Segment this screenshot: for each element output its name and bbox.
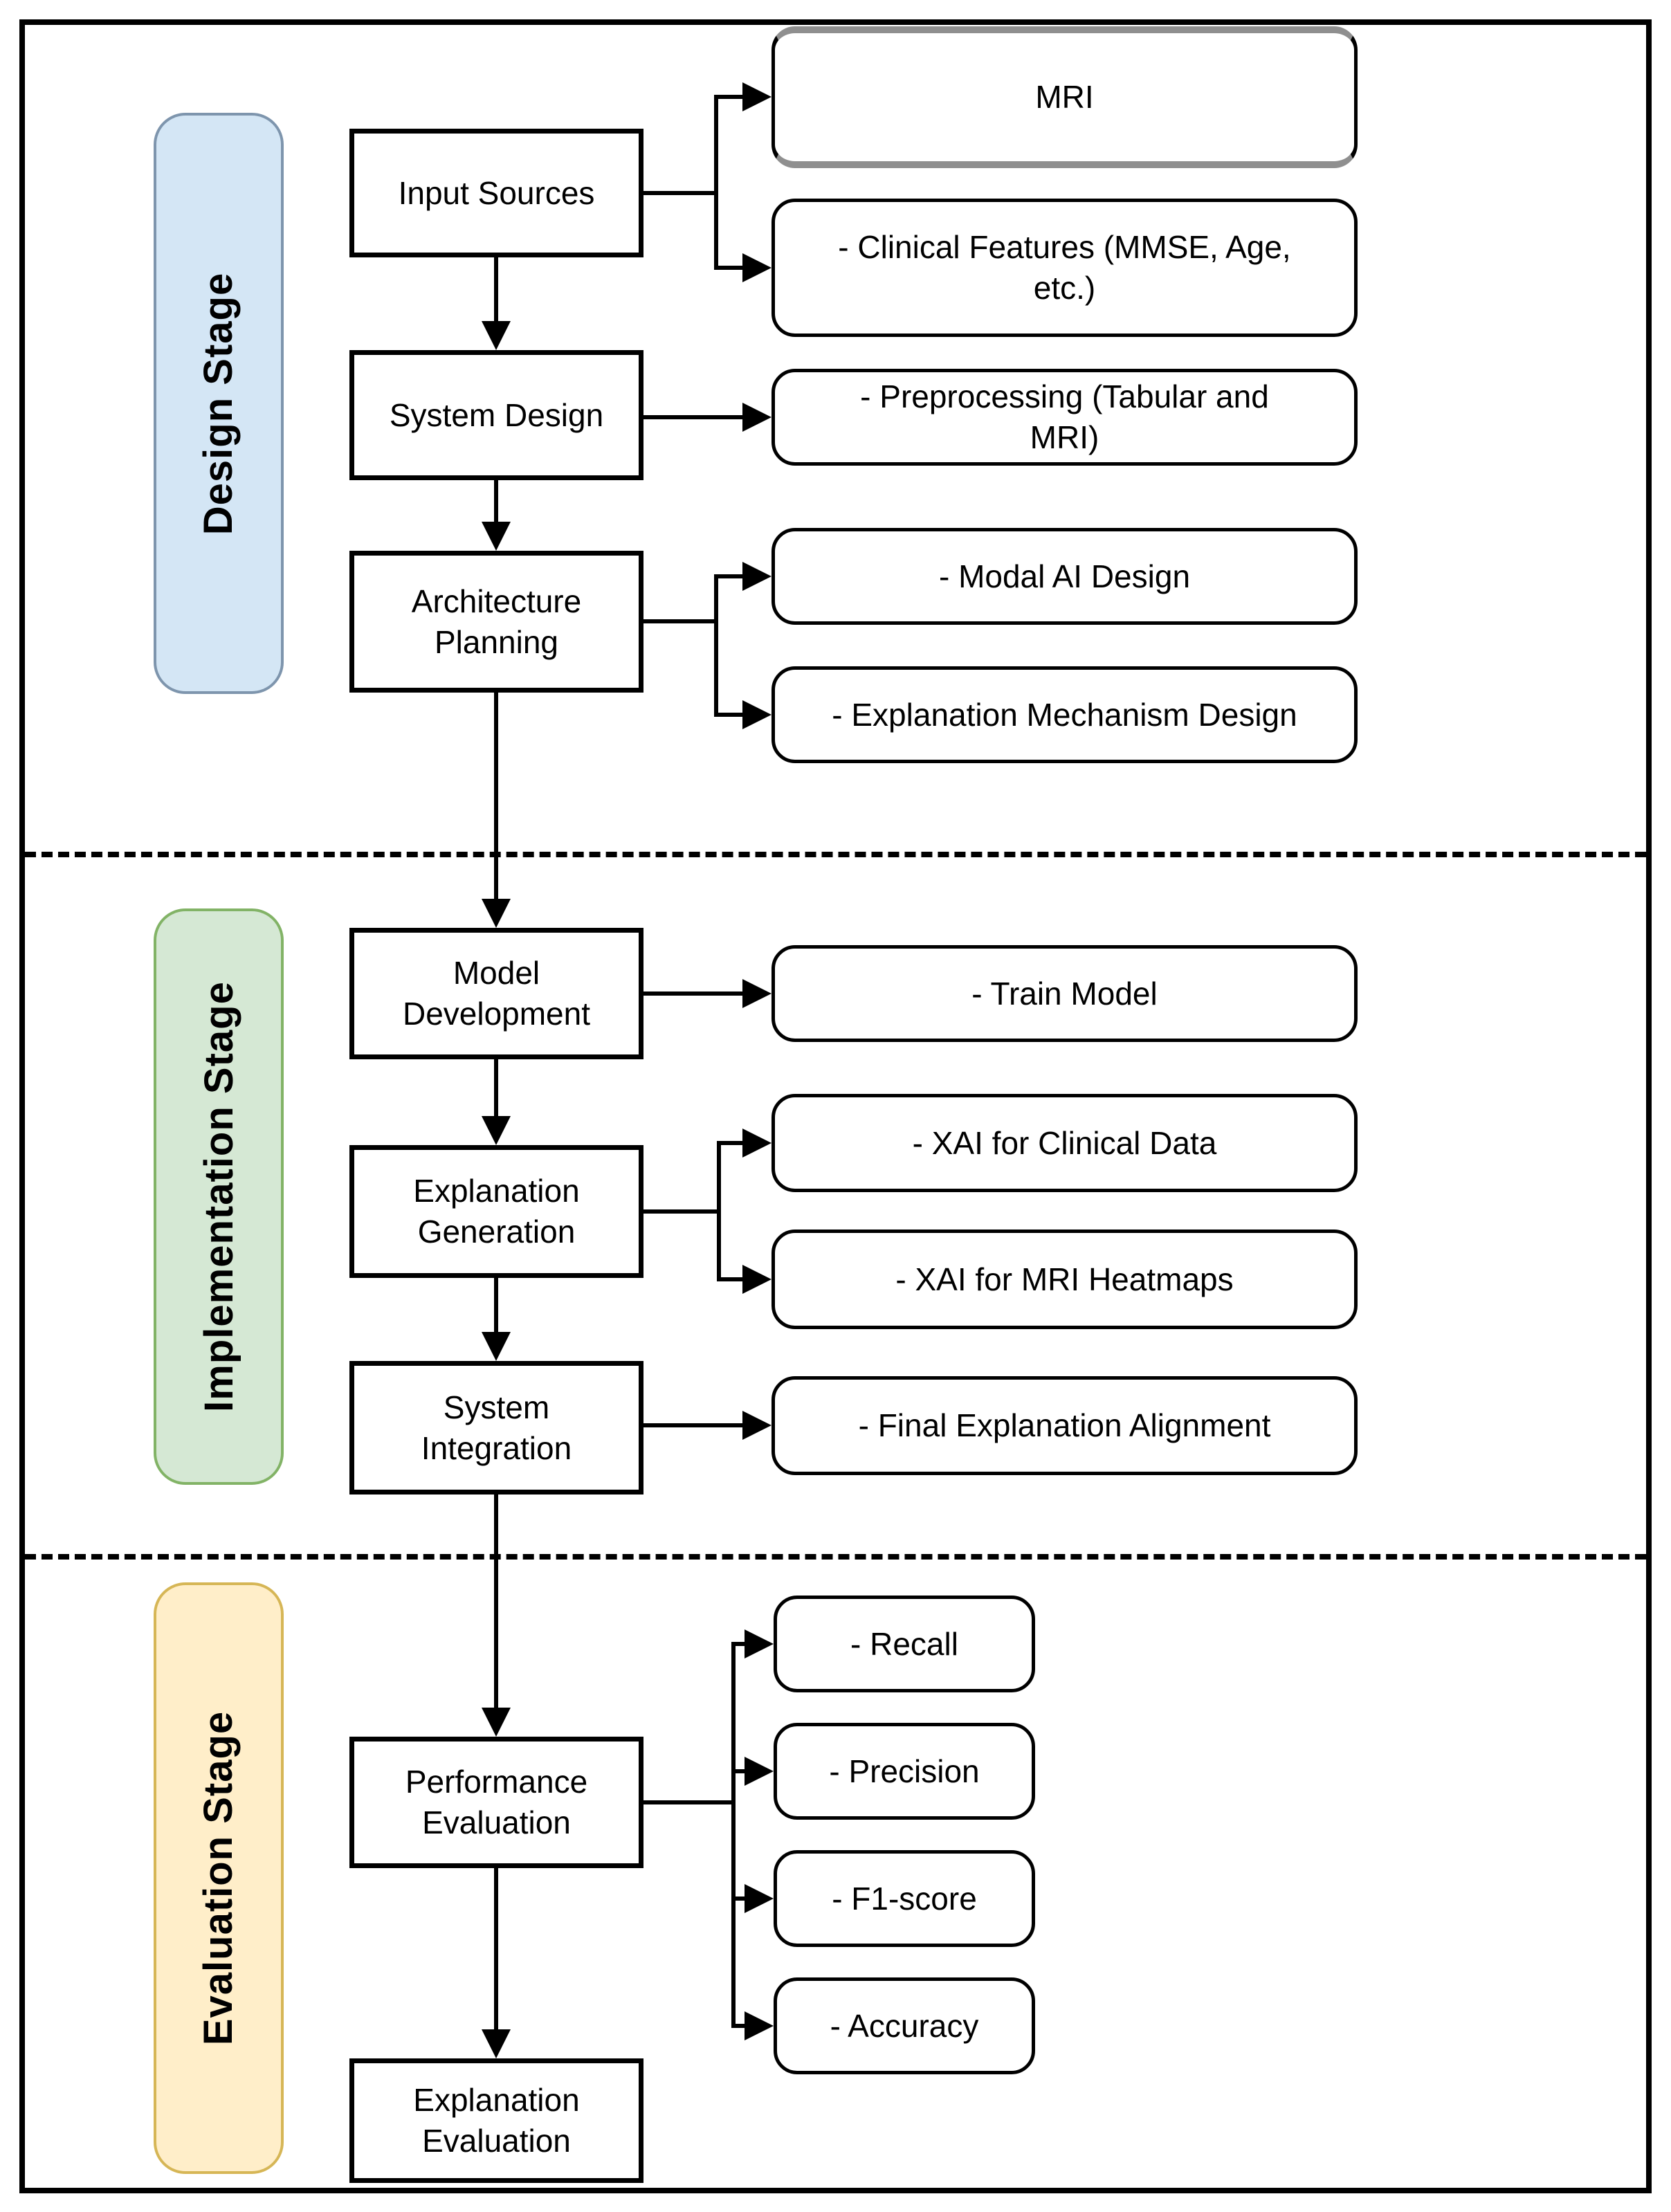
connector-input-to-systemdesign [494,257,498,321]
arrowhead-down-icon [482,321,511,350]
connector-sysint-to-perfeval [494,1495,498,1708]
branch-architecture-vertical [714,574,718,717]
connector-sysint-to-finalalignment [643,1423,745,1427]
stage-pill-implementation-label: Implementation Stage [196,981,241,1412]
detail-box-final-explanation-alignment-label: - Final Explanation Alignment [858,1407,1271,1444]
arrowhead-right-icon [745,1629,774,1658]
detail-box-f1-score-label: - F1-score [832,1880,977,1917]
arrowhead-down-icon [482,899,511,928]
branch-perfeval-stub [643,1800,736,1804]
connector-systemdesign-to-architecture [494,480,498,522]
detail-box-recall: - Recall [774,1596,1035,1692]
step-box-architecture-planning-label: Architecture Planning [411,583,582,660]
connector-modeldev-to-explgen [494,1059,498,1116]
arrowhead-right-icon [742,562,771,591]
step-box-explanation-generation-label: Explanation Generation [413,1173,580,1250]
connector-architecture-to-modeldev [494,693,498,899]
detail-box-clinical-features: - Clinical Features (MMSE, Age, etc.) [771,199,1358,337]
step-box-system-integration-label: System Integration [421,1389,572,1466]
detail-box-train-model-label: - Train Model [971,975,1158,1012]
arrowhead-right-icon [742,1265,771,1294]
detail-box-f1-score: - F1-score [774,1850,1035,1947]
step-box-explanation-evaluation-label: Explanation Evaluation [413,2082,580,2159]
arrowhead-down-icon [482,522,511,551]
arrowhead-right-icon [745,1757,774,1786]
step-box-performance-evaluation-label: Performance Evaluation [405,1764,588,1840]
step-box-system-design-label: System Design [389,396,604,433]
branch-to-mri-line [714,95,745,99]
detail-box-clinical-features-label: - Clinical Features (MMSE, Age, etc.) [838,229,1291,306]
connector-modeldev-to-trainmodel [643,991,745,996]
step-box-performance-evaluation: Performance Evaluation [349,1737,643,1868]
detail-box-final-explanation-alignment: - Final Explanation Alignment [771,1376,1358,1475]
step-box-system-integration: System Integration [349,1361,643,1495]
detail-box-explanation-mechanism-design: - Explanation Mechanism Design [771,666,1358,763]
detail-box-preprocessing-label: - Preprocessing (Tabular and MRI) [860,378,1269,455]
detail-box-xai-clinical-data-label: - XAI for Clinical Data [912,1124,1217,1161]
detail-box-precision: - Precision [774,1723,1035,1820]
detail-box-xai-mri-heatmaps-label: - XAI for MRI Heatmaps [895,1261,1234,1297]
arrowhead-right-icon [742,1411,771,1440]
branch-input-sources-stub [643,191,718,195]
detail-box-xai-mri-heatmaps: - XAI for MRI Heatmaps [771,1230,1358,1329]
detail-box-explanation-mechanism-design-label: - Explanation Mechanism Design [832,696,1297,733]
branch-to-xai-clinical-line [717,1141,745,1145]
arrowhead-right-icon [745,1884,774,1913]
branch-to-recall-line [731,1642,747,1646]
arrowhead-right-icon [742,700,771,729]
arrowhead-right-icon [742,403,771,432]
arrowhead-right-icon [745,2011,774,2040]
step-box-input-sources: Input Sources [349,129,643,257]
detail-box-accuracy-label: - Accuracy [830,2007,979,2044]
stage-separator-design-implementation [25,852,1646,857]
stage-separator-implementation-evaluation [25,1554,1646,1560]
connector-explgen-to-sysint [494,1278,498,1332]
branch-explgen-vertical [717,1141,721,1281]
branch-to-xai-mri-line [717,1277,745,1281]
branch-architecture-stub [643,619,718,623]
connector-perfeval-to-expleval [494,1868,498,2029]
step-box-explanation-generation: Explanation Generation [349,1145,643,1278]
step-box-system-design: System Design [349,350,643,480]
detail-box-precision-label: - Precision [829,1753,980,1789]
arrowhead-down-icon [482,1332,511,1361]
figure-border [19,19,1652,2193]
stage-pill-implementation: Implementation Stage [154,908,284,1485]
branch-to-modal-ai-line [714,574,745,578]
stage-pill-evaluation-label: Evaluation Stage [196,1710,241,2046]
stage-pill-design-label: Design Stage [196,272,241,535]
detail-box-mri: MRI [771,26,1358,168]
branch-to-precision-line [731,1769,747,1773]
branch-to-clinical-line [714,266,745,270]
arrowhead-down-icon [482,2029,511,2058]
branch-to-f1-line [731,1896,747,1901]
detail-box-modal-ai-design: - Modal AI Design [771,528,1358,625]
stage-pill-evaluation: Evaluation Stage [154,1582,284,2174]
step-box-input-sources-label: Input Sources [398,174,595,211]
detail-box-modal-ai-design-label: - Modal AI Design [938,558,1191,594]
step-box-explanation-evaluation: Explanation Evaluation [349,2058,643,2183]
step-box-architecture-planning: Architecture Planning [349,551,643,693]
stage-pill-design: Design Stage [154,113,284,694]
arrowhead-right-icon [742,253,771,282]
detail-box-recall-label: - Recall [850,1625,958,1662]
detail-box-train-model: - Train Model [771,945,1358,1042]
branch-perfeval-vertical [731,1642,736,2028]
branch-to-expl-mechanism-line [714,713,745,717]
detail-box-xai-clinical-data: - XAI for Clinical Data [771,1094,1358,1192]
arrowhead-right-icon [742,979,771,1008]
branch-to-accuracy-line [731,2024,747,2028]
branch-input-sources-vertical [714,95,718,270]
arrowhead-right-icon [742,1128,771,1158]
arrowhead-right-icon [742,82,771,111]
step-box-model-development: Model Development [349,928,643,1059]
detail-box-mri-label: MRI [1035,79,1094,116]
arrowhead-down-icon [482,1708,511,1737]
connector-systemdesign-to-preprocessing [643,415,745,419]
arrowhead-down-icon [482,1116,511,1145]
detail-box-accuracy: - Accuracy [774,1977,1035,2074]
detail-box-preprocessing: - Preprocessing (Tabular and MRI) [771,369,1358,466]
step-box-model-development-label: Model Development [402,955,591,1032]
branch-explgen-stub [643,1209,721,1214]
